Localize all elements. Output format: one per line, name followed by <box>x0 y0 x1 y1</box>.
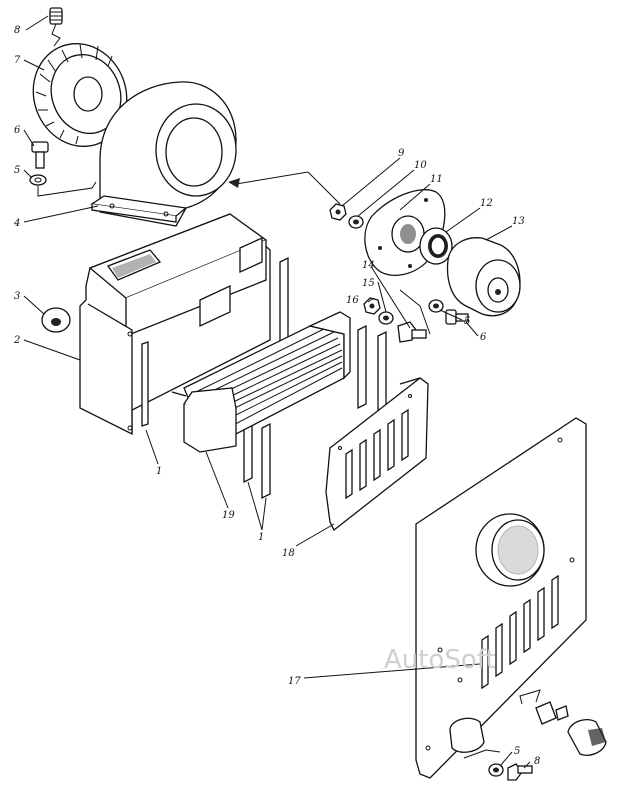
callout-label: 16 <box>346 295 359 306</box>
part-9-nut <box>329 203 347 221</box>
callout-label: 9 <box>398 148 405 159</box>
part-18-louvre-plate <box>325 377 429 532</box>
part-8-bolt-bottom <box>507 763 533 781</box>
part-19-heater-core <box>171 311 351 453</box>
watermark: AutoSoft <box>384 645 496 675</box>
callout-label: 19 <box>222 510 235 521</box>
part-5-washer-bottom <box>488 763 504 777</box>
part-4-blower-housing <box>90 81 237 227</box>
callout-label: 10 <box>414 160 427 171</box>
callout-label: 8 <box>14 25 20 36</box>
callout-label: 2 <box>13 335 20 346</box>
callout-label: 5 <box>464 316 470 327</box>
part-6-bolt-left <box>31 141 49 169</box>
callout-label: 1 <box>258 532 264 543</box>
callout-label: 4 <box>13 218 20 229</box>
callout-label: 18 <box>282 548 295 559</box>
callout-label: 3 <box>14 291 20 302</box>
part-10-lock-washer <box>348 215 364 229</box>
part-14-stud <box>397 289 431 343</box>
callout-label: 5 <box>14 165 20 176</box>
leader-lines <box>23 15 531 769</box>
callout-label: 13 <box>512 216 525 227</box>
callout-label: 15 <box>362 278 375 289</box>
part-7-impeller <box>32 43 128 147</box>
part-17-front-panel <box>415 417 607 779</box>
part-15-washer <box>378 311 394 325</box>
callout-label: 14 <box>362 260 375 271</box>
part-16-nut <box>363 297 381 315</box>
part-5-washer-right <box>428 299 444 313</box>
assembly-arrow <box>228 171 341 205</box>
callout-labels: 8 7 6 5 4 3 2 1 19 1 9 10 11 12 13 14 15… <box>13 25 540 767</box>
callout-label: 6 <box>14 125 21 136</box>
part-8-screw-top <box>49 7 63 47</box>
callout-label: 7 <box>14 55 21 66</box>
callout-label: 1 <box>156 466 162 477</box>
part-13-electric-motor <box>446 237 521 317</box>
callout-label: 8 <box>534 756 540 767</box>
callout-label: 17 <box>288 676 301 687</box>
part-1-seal-strips <box>141 256 387 500</box>
part-12-gasket-ring <box>419 227 453 265</box>
callout-label: 12 <box>480 198 493 209</box>
part-2-heater-case <box>79 213 271 436</box>
callout-label: 11 <box>430 174 443 185</box>
callout-label: 6 <box>480 332 487 343</box>
part-5-washer-left <box>29 174 97 197</box>
callout-label: 5 <box>514 746 520 757</box>
part-3-grommet <box>41 307 71 333</box>
